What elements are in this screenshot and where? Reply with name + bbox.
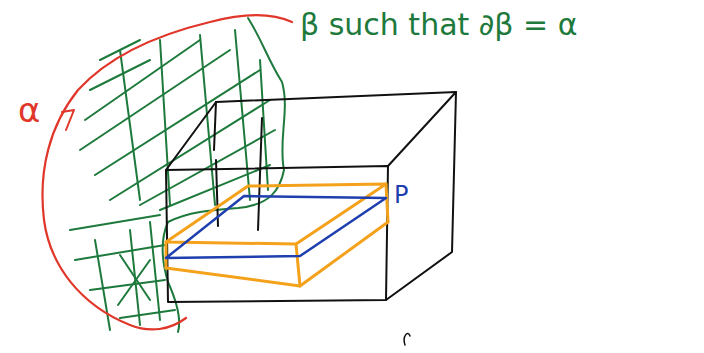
slab-outline	[166, 184, 388, 286]
pointer-mark	[62, 110, 74, 130]
boundary-label: α	[18, 92, 40, 129]
plane-outline	[166, 196, 386, 258]
box-outline	[166, 92, 456, 302]
surface-hatching	[70, 18, 285, 332]
surface-caption: β such that ∂β = α	[300, 8, 577, 41]
stray-mark	[404, 334, 410, 345]
plane-label: P	[394, 182, 408, 208]
